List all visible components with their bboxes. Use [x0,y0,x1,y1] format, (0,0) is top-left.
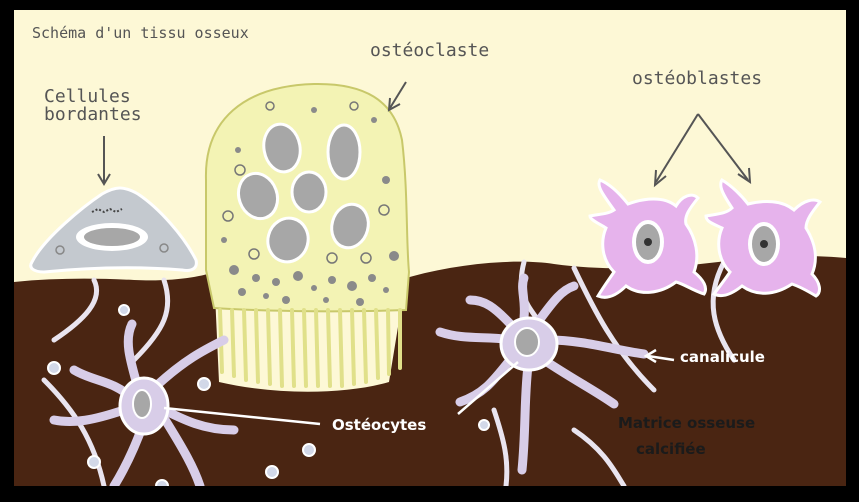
label-osteoblasts: ostéoblastes [632,68,762,89]
osteoclast [206,84,409,386]
bone-tissue-diagram: Schéma d'un tissu osseux ostéoclaste ost… [14,10,846,486]
label-matrix-line1: Matrice osseuse [618,414,755,432]
label-lining-cells-line2: bordantes [44,104,142,125]
label-canaliculus: canalicule [680,348,765,366]
diagram-frame: Schéma d'un tissu osseux ostéoclaste ost… [14,10,846,486]
arrow-osteoblast-left [656,114,698,182]
lining-cell [31,188,197,272]
diagram-title: Schéma d'un tissu osseux [32,24,249,42]
ruffled-border [220,310,400,386]
osteoblast-left [590,180,706,297]
pointer-arrows [98,82,750,185]
arrow-osteoblast-right [698,114,748,180]
label-osteocytes: Ostéocytes [332,416,426,434]
label-matrix-line2: calcifiée [636,440,706,458]
label-osteoclast: ostéoclaste [370,40,489,61]
